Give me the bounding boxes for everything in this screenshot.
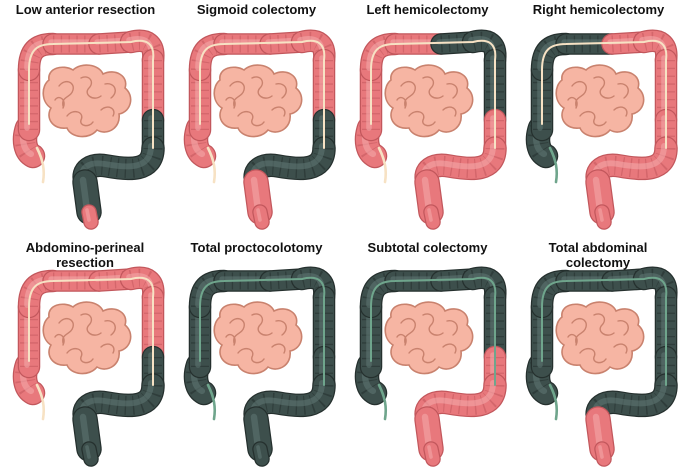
colon-diagram [12, 29, 165, 230]
colon [354, 266, 507, 467]
colon [12, 266, 165, 467]
panel-title: Abdomino-perineal resection [25, 240, 145, 270]
colon [525, 29, 678, 230]
colon-diagram [183, 29, 336, 230]
panel-subtotal-colectomy: Subtotal colectomy [342, 238, 513, 470]
small-bowel [384, 301, 474, 375]
small-bowel [213, 301, 303, 375]
colon [183, 266, 336, 467]
panel-title: Subtotal colectomy [367, 240, 488, 255]
colon [12, 29, 165, 230]
appendix [206, 146, 217, 184]
panel-left-hemicolectomy: Left hemicolectomy [342, 0, 513, 235]
colon-segment-anus [81, 204, 99, 230]
colon-segment-anus [594, 441, 612, 467]
small-bowel [555, 301, 645, 375]
colon-diagram [183, 266, 336, 467]
colon-diagram [12, 266, 165, 467]
panel-total-proctocolotomy: Total proctocolotomy [171, 238, 342, 470]
appendix [548, 146, 559, 184]
colon-segment-anus [423, 441, 441, 467]
colon-segment-anus [594, 204, 612, 230]
colon-segment-anus [423, 204, 441, 230]
appendix [548, 383, 559, 421]
taenia-band [199, 276, 326, 386]
appendix [377, 383, 388, 421]
colon-diagram [354, 29, 507, 230]
appendix [35, 146, 46, 184]
colon-segment-anus [81, 441, 99, 467]
taenia-band [370, 39, 497, 149]
taenia-band [370, 276, 497, 386]
colon [183, 29, 336, 230]
colon-diagram [354, 266, 507, 467]
taenia-band [541, 39, 668, 149]
small-bowel [384, 64, 474, 138]
taenia-band [28, 276, 155, 386]
colon-diagram [525, 29, 678, 230]
colon-segment-anus [252, 441, 270, 467]
appendix [35, 383, 46, 421]
taenia-band [199, 39, 326, 149]
panel-title: Right hemicolectomy [532, 2, 665, 17]
panel-title: Sigmoid colectomy [196, 2, 317, 17]
panel-right-hemicolectomy: Right hemicolectomy [513, 0, 684, 235]
panel-sigmoid-colectomy: Sigmoid colectomy [171, 0, 342, 235]
panel-title: Low anterior resection [15, 2, 156, 17]
small-bowel [42, 301, 132, 375]
small-bowel [213, 64, 303, 138]
panel-title: Total abdominal colectomy [548, 240, 648, 270]
panel-abdomino-perineal-resection: Abdomino-perineal resection [0, 238, 171, 470]
taenia-band [541, 276, 668, 386]
colon-segment-anus [252, 204, 270, 230]
appendix [377, 146, 388, 184]
small-bowel [555, 64, 645, 138]
panel-title: Total proctocolotomy [190, 240, 323, 255]
taenia-band [28, 39, 155, 149]
colon [354, 29, 507, 230]
panel-total-abdominal-colectomy: Total abdominal colectomy [513, 238, 684, 470]
colon-diagram [525, 266, 678, 467]
small-bowel [42, 64, 132, 138]
panel-title: Left hemicolectomy [366, 2, 489, 17]
colon [525, 266, 678, 467]
appendix [206, 383, 217, 421]
panel-low-anterior-resection: Low anterior resection [0, 0, 171, 235]
